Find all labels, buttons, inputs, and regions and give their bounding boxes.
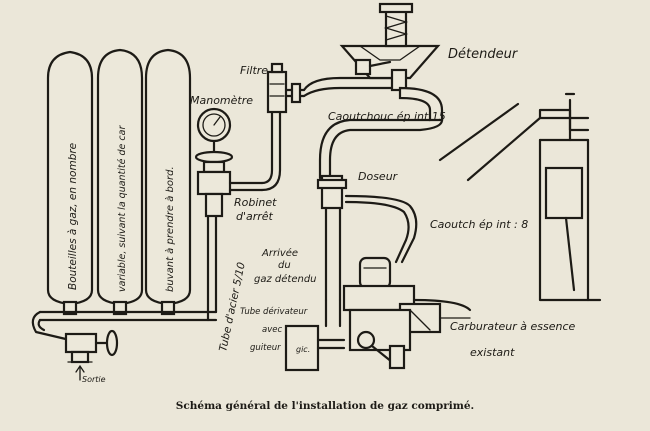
pipe-to-filter (260, 108, 282, 192)
label-caoutch-8: Caoutch ép int : 8 (430, 218, 528, 231)
manometer (196, 107, 232, 157)
label-tube-derivateur-2: avec (262, 325, 282, 335)
label-arrivee-1: Arrivée (261, 247, 298, 259)
label-tube-derivateur-3: guiteur (250, 343, 281, 353)
pipe-to-regulator (302, 76, 402, 98)
stop-valve (194, 150, 264, 218)
label-bottle-1: Bouteilles à gaz, en nombre (67, 143, 79, 290)
label-arrivee-2: du (278, 260, 291, 271)
bottle-1 (46, 50, 94, 306)
label-bottle-2: variable, suivant la quantité de car (117, 125, 128, 292)
bottle-3 (144, 48, 192, 306)
label-arrivee-3: gaz détendu (254, 273, 317, 285)
label-bottle-3: buvant à prendre à bord. (164, 166, 176, 292)
outlet-valve (64, 329, 119, 381)
label-manometre: Manomètre (190, 94, 253, 107)
label-robinet-2: d'arrêt (236, 210, 274, 223)
label-filtre: Filtre (240, 64, 268, 77)
doser (316, 174, 418, 302)
label-robinet: Robinet (234, 196, 277, 209)
label-sortie: Sortie (82, 375, 106, 384)
gas-bottles (46, 48, 192, 306)
figure-caption: Schéma général de l'installation de gaz … (176, 400, 474, 412)
label-detendeur: Détendeur (448, 47, 519, 62)
bottle-manifold (31, 300, 218, 342)
bypass-tube (284, 298, 346, 372)
steel-tube (206, 213, 218, 322)
label-caoutchouc-15: Caoutchouc ép int 15 (328, 110, 446, 123)
label-gicleur: gic. (296, 345, 310, 354)
filter (266, 62, 306, 114)
label-carburateur-1: Carburateur à essence (450, 320, 575, 333)
carburettor (342, 256, 472, 370)
bottle-2 (96, 48, 144, 306)
label-carburateur-2: existant (470, 346, 515, 359)
hose-15 (318, 118, 444, 180)
label-tube-derivateur-1: Tube dérivateur (240, 306, 308, 317)
label-doseur: Doseur (358, 170, 399, 183)
pressure-regulator (339, 2, 444, 122)
engine-section (438, 92, 602, 302)
